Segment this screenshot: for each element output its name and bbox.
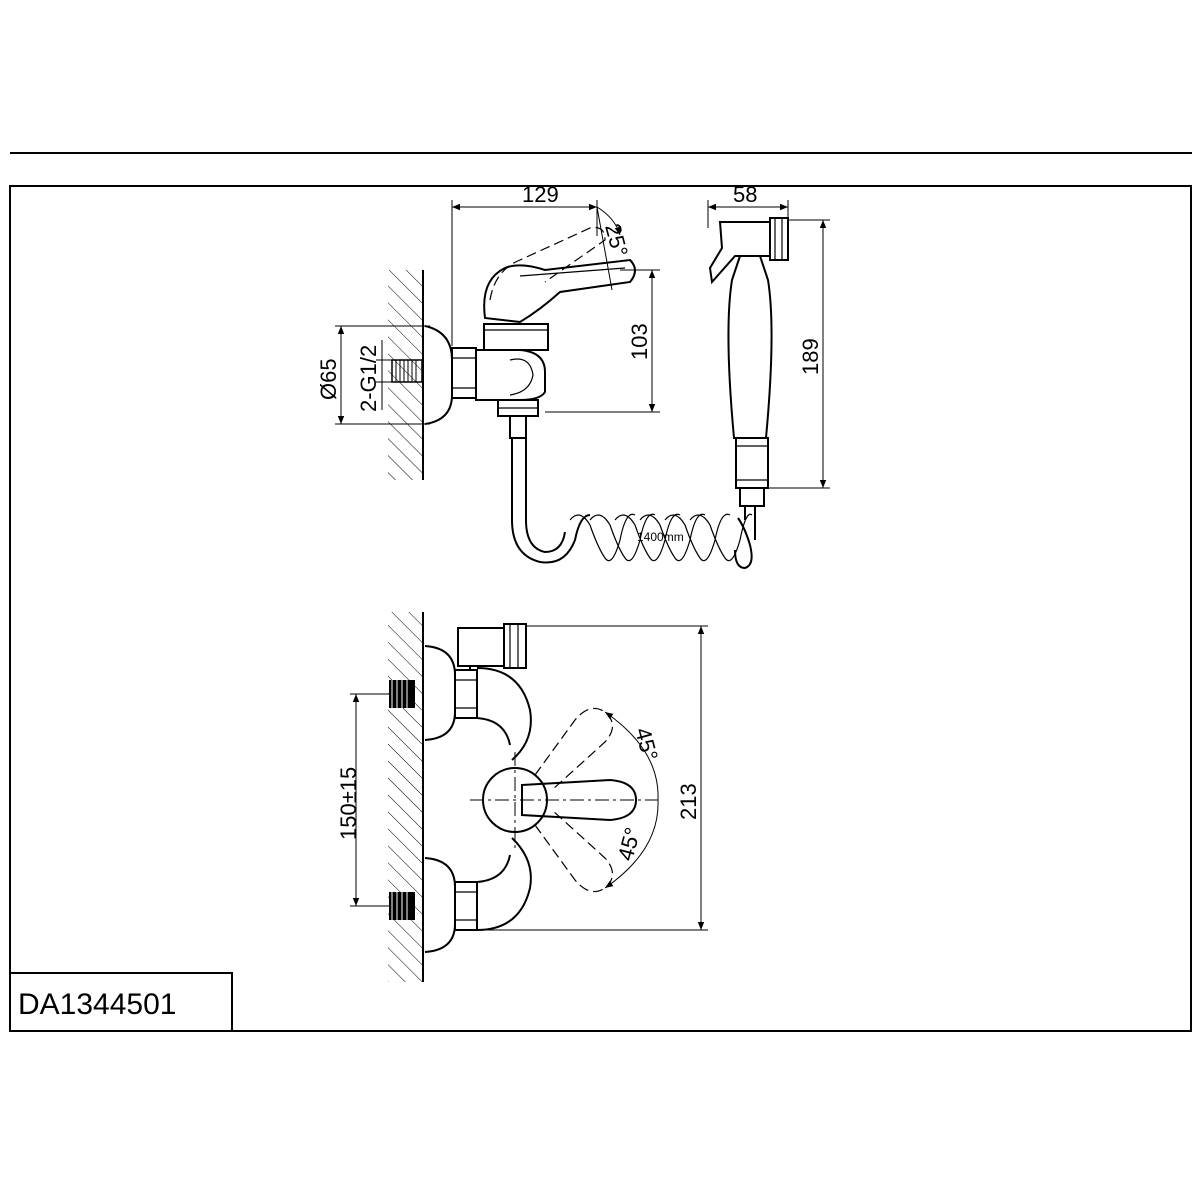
inlet-thread: [391, 359, 423, 383]
front-mixer-body: [476, 667, 532, 931]
title-block: [9, 972, 233, 1032]
front-wall-hatch: [388, 612, 423, 982]
lever-down-position: [534, 809, 614, 893]
connector-nut: [451, 347, 477, 399]
wall-flange: [424, 325, 453, 425]
dim-sprayer-width: 58: [733, 182, 757, 207]
mixer-body: [475, 349, 546, 401]
drawing-frame: [9, 185, 1192, 1032]
dim-inlet-spacing: 150±15: [336, 767, 361, 840]
side-view: 1400mm 129 25° 103 Ø65: [316, 182, 830, 570]
cartridge-collar: [483, 323, 549, 351]
handle-raised-position: [489, 226, 606, 301]
hose: [511, 438, 591, 564]
dim-height-103: 103: [627, 323, 652, 360]
dim-thread-size: 2-G1/2: [356, 345, 381, 412]
dim-sprayer-length: 189: [798, 338, 823, 375]
drawing-code: DA1344501: [18, 988, 176, 1021]
dim-angle-down: 45°: [613, 825, 646, 864]
dim-flange-diameter: Ø65: [316, 358, 341, 400]
lever-up-position: [534, 707, 614, 791]
dim-front-height: 213: [676, 783, 701, 820]
dim-angle-up: 45°: [630, 725, 663, 764]
lever-handle: [483, 258, 636, 324]
hand-sprayer: [708, 217, 789, 507]
front-view: 45° 45° 150±15 213: [336, 612, 708, 982]
wall-hatch: [388, 270, 423, 480]
front-lever-handle: [521, 778, 638, 822]
hose-length-label: 1400mm: [637, 530, 684, 544]
dim-width-129: 129: [522, 182, 559, 207]
